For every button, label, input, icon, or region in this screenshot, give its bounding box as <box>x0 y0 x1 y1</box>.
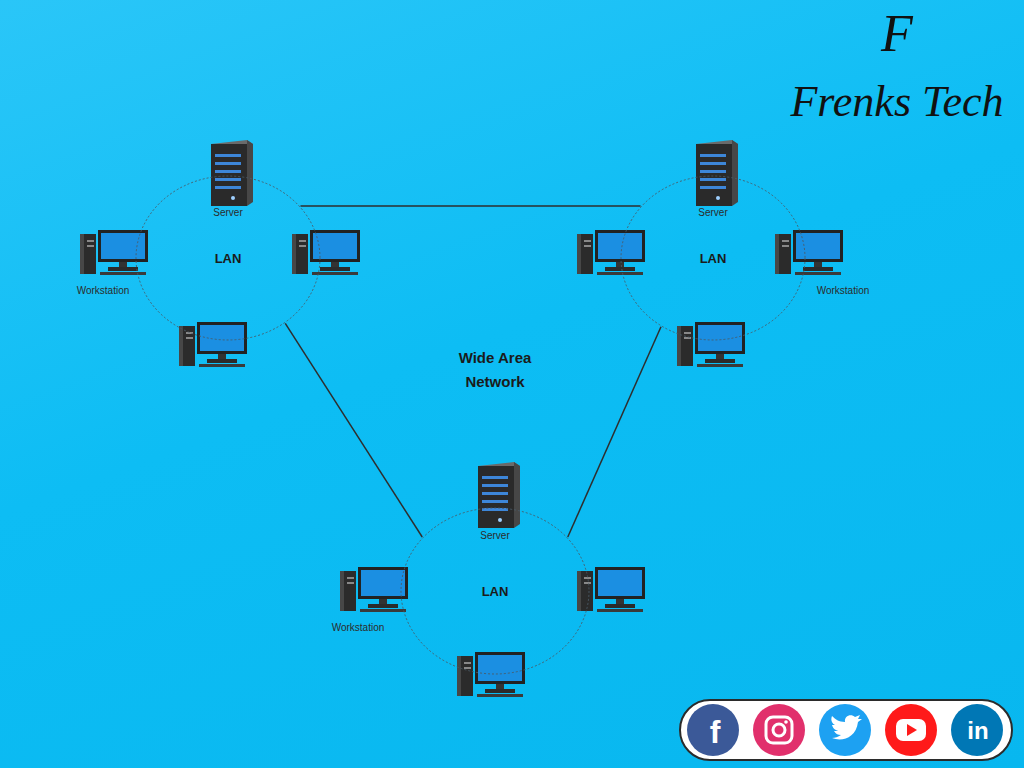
workstation-icon <box>80 230 148 275</box>
lan-boundary <box>136 176 320 340</box>
wan-link <box>300 205 640 207</box>
wan-link <box>568 327 661 537</box>
instagram-icon <box>753 704 805 756</box>
workstation-icon <box>292 230 360 275</box>
server-label: Server <box>698 207 727 218</box>
wan-link <box>285 323 422 537</box>
lan-circle: LAN <box>620 175 806 341</box>
lan-boundary <box>621 176 805 340</box>
logo-letter: F <box>881 4 913 63</box>
workstation-icon <box>457 652 525 697</box>
servers <box>211 140 738 528</box>
server-label: Server <box>480 530 509 541</box>
social-bar <box>680 700 1012 760</box>
lan-label: LAN <box>215 251 242 266</box>
workstation-icon <box>775 230 843 275</box>
linkedin-glyph: in <box>967 719 988 743</box>
lan-label: LAN <box>482 584 509 599</box>
workstation-icon <box>179 322 247 367</box>
server-icon <box>696 140 738 206</box>
workstation-label: Workstation <box>817 285 870 296</box>
youtube-icon <box>885 704 937 756</box>
lan-circle: LAN <box>135 175 321 341</box>
facebook-glyph: f <box>710 716 721 748</box>
workstation-icon <box>577 230 645 275</box>
social-pill <box>680 700 1012 760</box>
network-title: Wide Area Network <box>439 346 551 394</box>
server-label: Server <box>213 207 242 218</box>
server-icon <box>478 462 520 528</box>
server-icon <box>211 140 253 206</box>
workstation-label: Workstation <box>332 622 385 633</box>
twitter-icon <box>819 704 871 756</box>
logo-wordmark: Frenks Tech <box>790 76 1003 127</box>
facebook-icon <box>687 704 739 756</box>
workstation-icon <box>677 322 745 367</box>
linkedin-icon <box>951 704 1003 756</box>
workstation-icon <box>577 567 645 612</box>
workstations <box>80 230 843 697</box>
lan-label: LAN <box>700 251 727 266</box>
workstation-label: Workstation <box>77 285 130 296</box>
workstation-icon <box>340 567 408 612</box>
lan-boundary <box>401 508 589 674</box>
